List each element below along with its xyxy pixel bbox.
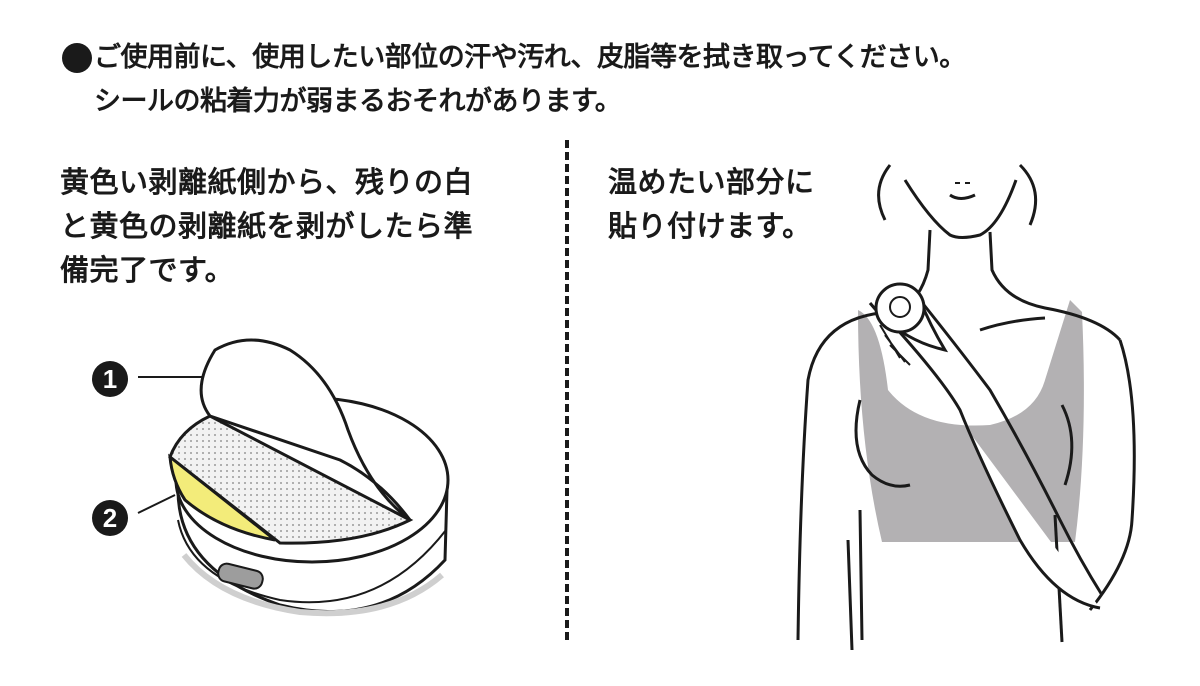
step2-line-2: 貼り付けます。: [608, 209, 812, 243]
heat-pad-device-illustration: [137, 338, 450, 617]
step2-instructions: 温めたい部分に 貼り付けます。: [608, 160, 868, 248]
callout-badge-1: 1: [92, 361, 128, 397]
step1-line-1: 黄色い剥離紙側から、残りの白: [60, 165, 474, 199]
notice-line-1: ご使用前に、使用したい部位の汗や汚れ、皮脂等を拭き取ってください。: [94, 42, 966, 73]
bullet-icon: [62, 43, 92, 73]
step1-line-3: 備完了です。: [60, 253, 235, 287]
step1-instructions: 黄色い剥離紙側から、残りの白 と黄色の剥離紙を剥がしたら準 備完了です。: [60, 160, 530, 292]
caution-notice: ご使用前に、使用したい部位の汗や汚れ、皮脂等を拭き取ってください。 シールの粘着…: [62, 36, 1172, 124]
step1-line-2: と黄色の剥離紙を剥がしたら準: [60, 209, 474, 243]
callout-badge-2: 2: [92, 500, 128, 536]
dashed-divider: [565, 140, 569, 640]
notice-line-2: シールの粘着力が弱まるおそれがあります。: [94, 86, 622, 117]
step2-line-1: 温めたい部分に: [608, 165, 815, 199]
person-applying-pad-illustration: [796, 163, 1136, 651]
